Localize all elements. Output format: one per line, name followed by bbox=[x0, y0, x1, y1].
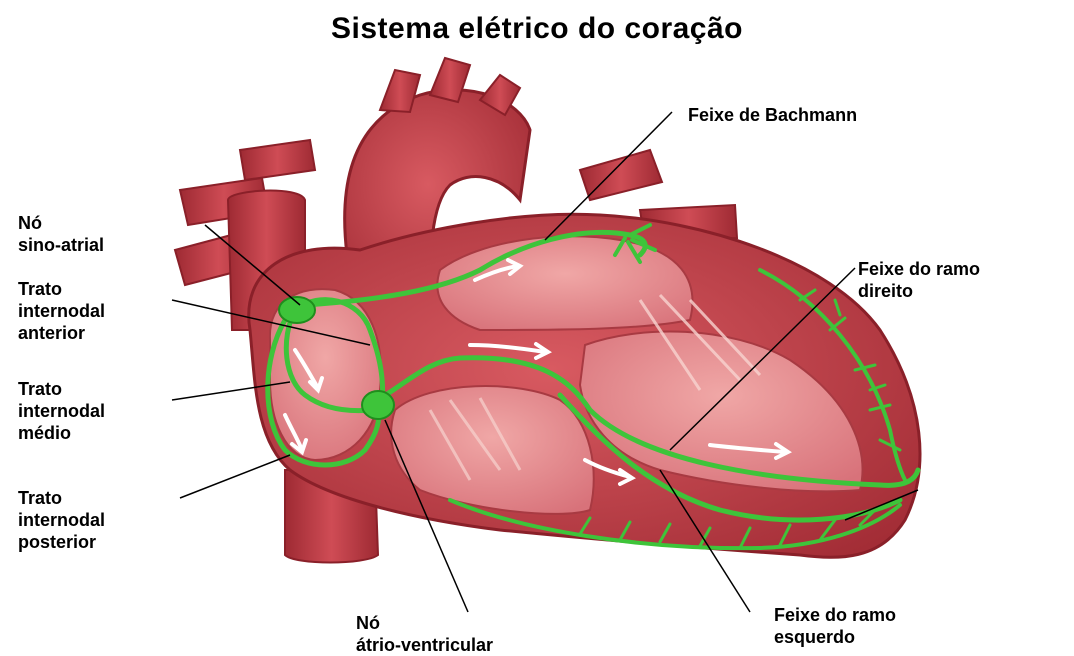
label-middle-line3: médio bbox=[18, 422, 105, 444]
label-sa-node-line2: sino-atrial bbox=[18, 234, 104, 256]
label-posterior-line2: internodal bbox=[18, 509, 105, 531]
label-anterior-line2: internodal bbox=[18, 300, 105, 322]
label-right-bundle-branch: Feixe do ramo direito bbox=[858, 258, 980, 302]
label-bachmann-bundle: Feixe de Bachmann bbox=[688, 104, 857, 126]
label-av-node-line1: Nó bbox=[356, 612, 493, 634]
label-sa-node: Nó sino-atrial bbox=[18, 212, 104, 256]
label-left-branch-line1: Feixe do ramo bbox=[774, 604, 896, 626]
label-av-node-line2: átrio-ventricular bbox=[356, 634, 493, 656]
label-anterior-line1: Trato bbox=[18, 278, 105, 300]
label-right-branch-line2: direito bbox=[858, 280, 980, 302]
label-posterior-line1: Trato bbox=[18, 487, 105, 509]
label-left-branch-line2: esquerdo bbox=[774, 626, 896, 648]
label-left-bundle-branch: Feixe do ramo esquerdo bbox=[774, 604, 896, 648]
label-middle-line2: internodal bbox=[18, 400, 105, 422]
label-posterior-line3: posterior bbox=[18, 531, 105, 553]
label-middle-internodal-tract: Trato internodal médio bbox=[18, 378, 105, 444]
label-anterior-internodal-tract: Trato internodal anterior bbox=[18, 278, 105, 344]
label-anterior-line3: anterior bbox=[18, 322, 105, 344]
label-av-node: Nó átrio-ventricular bbox=[356, 612, 493, 656]
label-right-branch-line1: Feixe do ramo bbox=[858, 258, 980, 280]
label-sa-node-line1: Nó bbox=[18, 212, 104, 234]
label-middle-line1: Trato bbox=[18, 378, 105, 400]
label-posterior-internodal-tract: Trato internodal posterior bbox=[18, 487, 105, 553]
